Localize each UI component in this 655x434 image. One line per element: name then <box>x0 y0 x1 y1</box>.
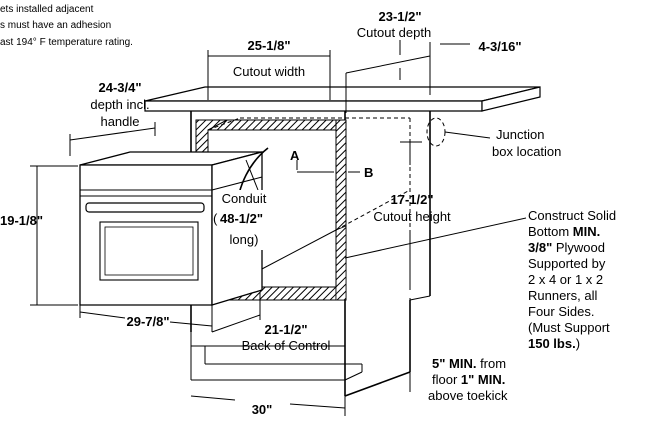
cutout-frame <box>195 117 411 301</box>
back-control-value: 21-1/2" <box>264 322 307 337</box>
construct-line9: 150 lbs.) <box>528 336 580 351</box>
countertop <box>144 86 541 112</box>
junction-box <box>426 117 491 147</box>
cutout-height-label: Cutout height <box>373 209 451 224</box>
note-line-1: ets installed adjacent <box>0 4 94 15</box>
conduit-line1: Conduit <box>222 191 267 206</box>
conduit-paren: ( <box>213 211 218 226</box>
note-line-3: ast 194° F temperature rating. <box>0 37 133 48</box>
base-width-value: 30" <box>252 402 273 417</box>
floor-note-line3: above toekick <box>428 388 508 403</box>
junction-line1: Junction <box>496 127 544 142</box>
cutout-width-label: Cutout width <box>233 64 305 79</box>
construct-line6: Runners, all <box>528 288 597 303</box>
construct-line3: 3/8" Plywood <box>528 240 605 255</box>
conduit-line3: long) <box>230 232 259 247</box>
marker-b: B <box>364 165 373 180</box>
note-line-2: s must have an adhesion <box>0 20 111 31</box>
height-value: 19-1/8" <box>0 213 43 228</box>
dimension-lines <box>30 40 527 416</box>
conduit-length: 48-1/2" <box>220 211 263 226</box>
back-control-label: Back of Control <box>242 338 331 353</box>
construct-line8: (Must Support <box>528 320 610 335</box>
cutout-height-value: 17-1/2" <box>390 192 433 207</box>
depth-handle-line2: handle <box>100 114 139 129</box>
marker-a: A <box>290 148 300 163</box>
floor-note-line1: 5" MIN. from <box>432 356 506 371</box>
width-value: 29-7/8" <box>126 314 169 329</box>
depth-handle-value: 24-3/4" <box>98 80 141 95</box>
construct-line2: Bottom MIN. <box>528 224 600 239</box>
conduit-label-bg <box>218 190 274 250</box>
construct-line5: 2 x 4 or 1 x 2 <box>528 272 603 287</box>
cutout-width-value: 25-1/8" <box>247 38 290 53</box>
depth-handle-line1: depth incl. <box>90 97 149 112</box>
floor-note-line2: floor 1" MIN. <box>432 372 505 387</box>
cutout-depth-value: 23-1/2" <box>378 9 421 24</box>
junction-line2: box location <box>492 144 561 159</box>
right-offset-value: 4-3/16" <box>478 39 521 54</box>
cutout-depth-label: Cutout depth <box>357 25 431 40</box>
construct-line1: Construct Solid <box>528 208 616 223</box>
construct-line7: Four Sides. <box>528 304 594 319</box>
construct-line4: Supported by <box>528 256 606 271</box>
